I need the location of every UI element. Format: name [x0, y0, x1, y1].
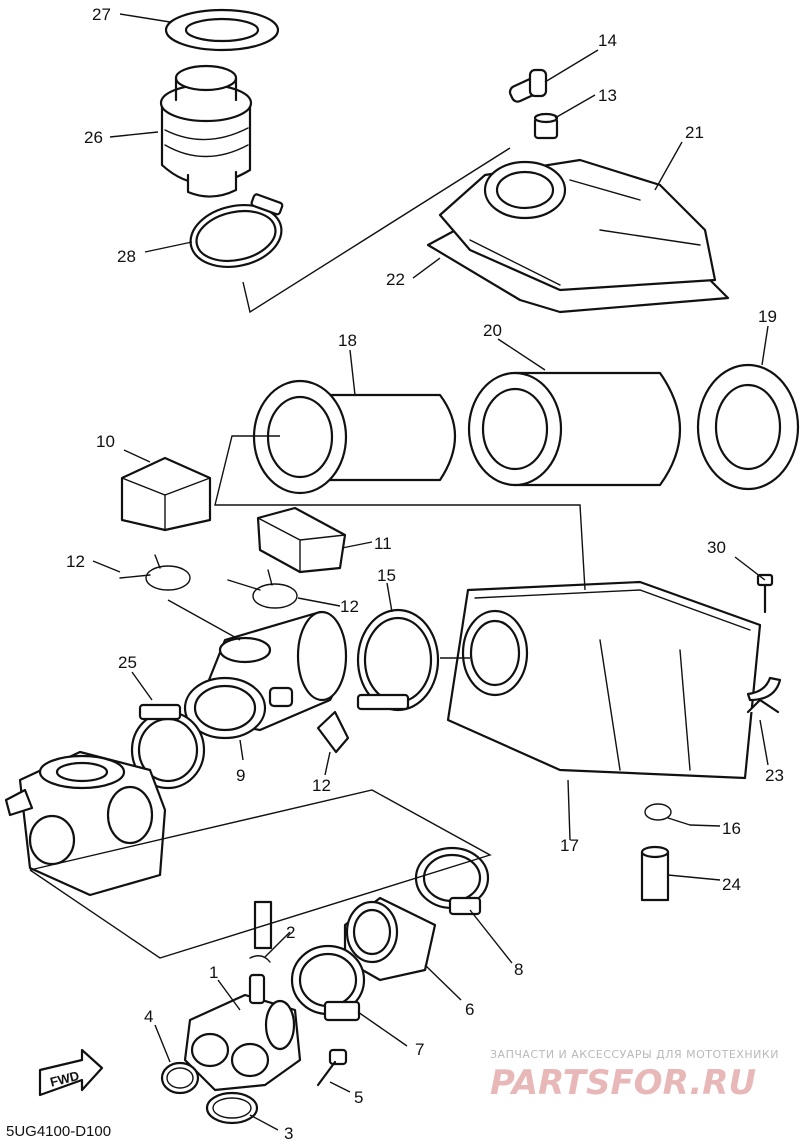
callout-21: 20 — [483, 321, 502, 340]
part-27-air-duct — [159, 64, 253, 198]
part-14-grommet — [533, 112, 559, 140]
part-25-drain-hose — [640, 845, 670, 902]
callout-29: 28 — [117, 247, 136, 266]
callout-6: 6 — [465, 1000, 474, 1019]
callout-10: 10 — [96, 432, 115, 451]
assembly-lines — [29, 147, 586, 959]
callout-18: 17 — [560, 836, 579, 855]
part-22-air-box-cover — [438, 158, 717, 292]
callout-27: 26 — [84, 128, 103, 147]
part-13-fitting — [316, 710, 350, 754]
callout-19: 18 — [338, 331, 357, 350]
part-11-cap — [256, 506, 347, 574]
callout-5: 5 — [354, 1088, 363, 1107]
carburetor-assembly — [4, 750, 167, 897]
watermark-tagline: ЗАПЧАСТИ И АКСЕССУАРЫ ДЛЯ МОТОТЕХНИКИ — [490, 1048, 779, 1061]
part-12-clip-right — [227, 569, 298, 609]
callout-leaders — [92, 13, 769, 1131]
callout-16: 15 — [377, 566, 396, 585]
callout-25: 24 — [722, 875, 741, 894]
callout-1: 1 — [209, 963, 218, 982]
callout-28: 27 — [92, 5, 111, 24]
part-12-clip-left — [119, 554, 191, 591]
part-10-cap — [120, 456, 212, 532]
callout-9: 9 — [236, 766, 245, 785]
part-7-clamp — [290, 944, 366, 1022]
part-30-bolt — [756, 573, 774, 614]
part-16-band-clamp — [356, 608, 440, 712]
callout-7: 7 — [415, 1040, 424, 1059]
callout-14: 13 — [598, 86, 617, 105]
callout-15: 14 — [598, 31, 617, 50]
callout-8: 8 — [514, 960, 523, 979]
part-17-clip — [644, 803, 691, 826]
part-20-seal-ring — [696, 363, 800, 491]
part-19-foam-element — [252, 379, 457, 495]
fwd-label: FWD — [48, 1068, 80, 1090]
part-5-bolt — [316, 1048, 348, 1087]
part-1-intake-manifold — [183, 973, 302, 1092]
callout-12-left: 12 — [66, 552, 85, 571]
callout-13: 12 — [312, 776, 331, 795]
callout-26: 25 — [118, 653, 137, 672]
fwd-arrow-icon — [38, 1048, 104, 1097]
callout-24: 23 — [765, 766, 784, 785]
callout-12-right: 12 — [340, 597, 359, 616]
callout-23: 22 — [386, 270, 405, 289]
callout-2: 2 — [286, 923, 295, 942]
part-28-gasket — [164, 8, 280, 52]
callout-30: 30 — [707, 538, 726, 557]
part-18-air-box — [446, 580, 762, 780]
callout-11: 11 — [374, 534, 392, 553]
part-24-clip — [746, 676, 782, 714]
diagram-part-code: 5UG4100-D100 — [6, 1123, 111, 1140]
part-3-o-ring — [205, 1091, 259, 1125]
part-15-elbow-fitting — [508, 68, 548, 103]
part-9-air-joint — [183, 610, 348, 740]
callout-22: 21 — [685, 123, 704, 142]
part-8-clamp — [414, 846, 490, 916]
callout-20: 19 — [758, 307, 777, 326]
callout-4: 4 — [144, 1007, 153, 1026]
callout-labels: 27 26 28 14 13 21 22 18 20 19 10 11 12 1… — [66, 5, 784, 1141]
part-2-clip — [249, 900, 273, 963]
part-29-hose-clamp — [189, 193, 284, 268]
callout-17: 16 — [722, 819, 741, 838]
part-4-o-ring — [160, 1061, 200, 1095]
part-21-filter-element — [467, 371, 682, 487]
watermark-logo: PARTSFOR.RU — [490, 1063, 756, 1103]
part-6-carburetor-joint — [343, 896, 437, 982]
callout-3: 3 — [284, 1124, 293, 1141]
